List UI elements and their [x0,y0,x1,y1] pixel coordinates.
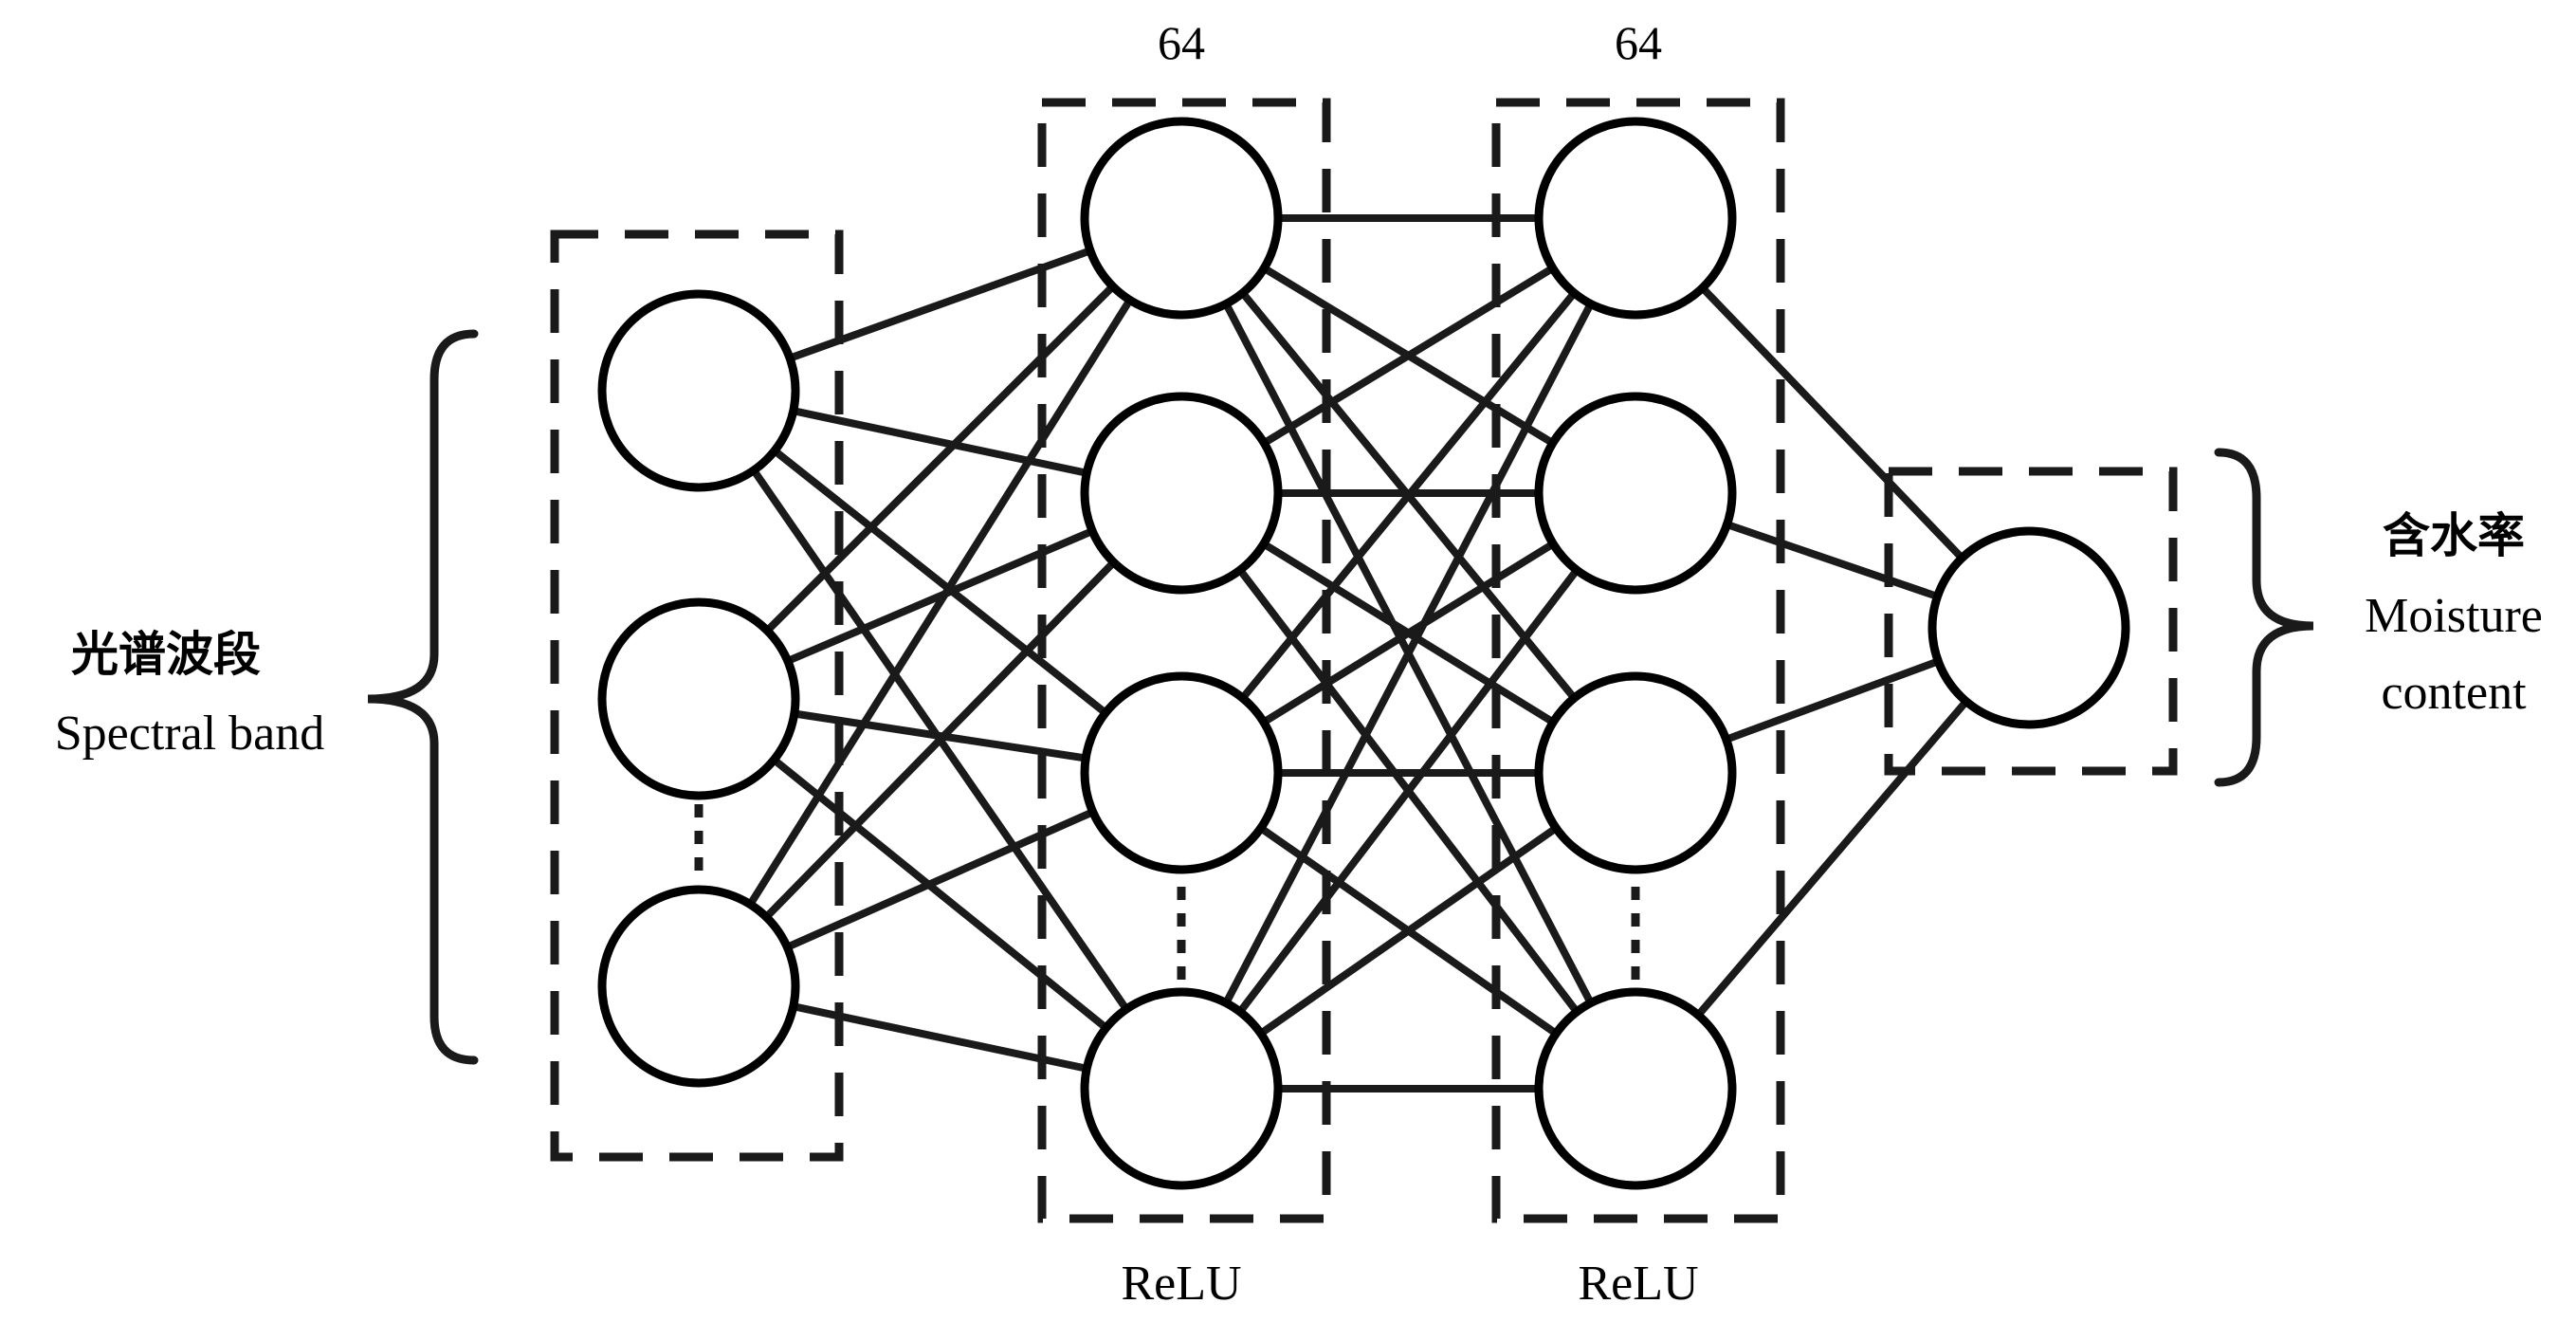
edge-hidden-2-1-to-output-1 [1698,284,1966,562]
hidden-layer-1-box [1037,98,1331,1223]
output-brace [2214,448,2314,787]
edge-hidden-2-3-to-output-1 [1722,657,1943,744]
hidden-2-neuron-2 [1534,392,1737,595]
output-label-en-line2: content [2381,666,2527,720]
edge-input-3-to-hidden-1-1 [746,296,1134,909]
input-brace [367,329,479,1065]
edge-hidden-2-2-to-output-1 [1723,521,1942,600]
edge-hidden-1-4-to-hidden-2-1 [1222,300,1595,1007]
output-label-cn: 含水率 [2383,508,2525,563]
edge-input-1-to-hidden-1-2 [789,407,1091,477]
hidden-1-neuron-4 [1080,987,1283,1190]
input-layer-box [550,230,844,1162]
hidden-1-size-label: 64 [1158,16,1205,69]
hidden-2-activation-label: ReLU [1578,1257,1698,1311]
output-layer-box [1884,467,2178,776]
hidden-1-neuron-1 [1080,117,1283,320]
edge-hidden-1-3-to-hidden-2-2 [1259,540,1558,726]
hidden-2-size-label: 64 [1615,16,1662,69]
edge-input-2-to-hidden-1-4 [770,756,1110,1032]
edge-hidden-1-2-to-hidden-2-1 [1260,264,1557,448]
hidden-2-neuron-1 [1534,117,1737,320]
output-neuron-1 [1927,526,2130,729]
hidden-2-neuron-3 [1534,671,1737,874]
hidden-1-neuron-2 [1080,392,1283,595]
hidden-1-activation-label: ReLU [1121,1257,1241,1311]
input-neuron-3 [597,885,800,1088]
hidden-2-neuron-4 [1534,987,1737,1190]
output-label-en-line1: Moisture [2365,589,2543,643]
ellipsis-dots [694,804,1640,982]
edge-input-1-to-hidden-1-3 [771,447,1109,717]
input-label-en: Spectral band [55,707,324,761]
input-label-cn: 光谱波段 [71,627,261,682]
edge-hidden-1-4-to-hidden-2-2 [1235,566,1581,1016]
neuron-nodes [597,117,2130,1190]
hidden-1-neuron-3 [1080,671,1283,874]
input-neuron-2 [597,597,800,800]
layer-boxes [550,98,2178,1223]
edge-hidden-1-4-to-hidden-2-3 [1256,824,1561,1037]
input-neuron-1 [597,289,800,492]
hidden-layer-2-box [1491,98,1785,1223]
edge-hidden-2-4-to-output-1 [1694,697,1970,1019]
edge-input-3-to-hidden-1-3 [783,808,1097,951]
edge-input-3-to-hidden-1-2 [762,558,1118,922]
edge-input-2-to-hidden-1-1 [763,283,1117,634]
edge-hidden-1-3-to-hidden-2-1 [1238,288,1579,703]
